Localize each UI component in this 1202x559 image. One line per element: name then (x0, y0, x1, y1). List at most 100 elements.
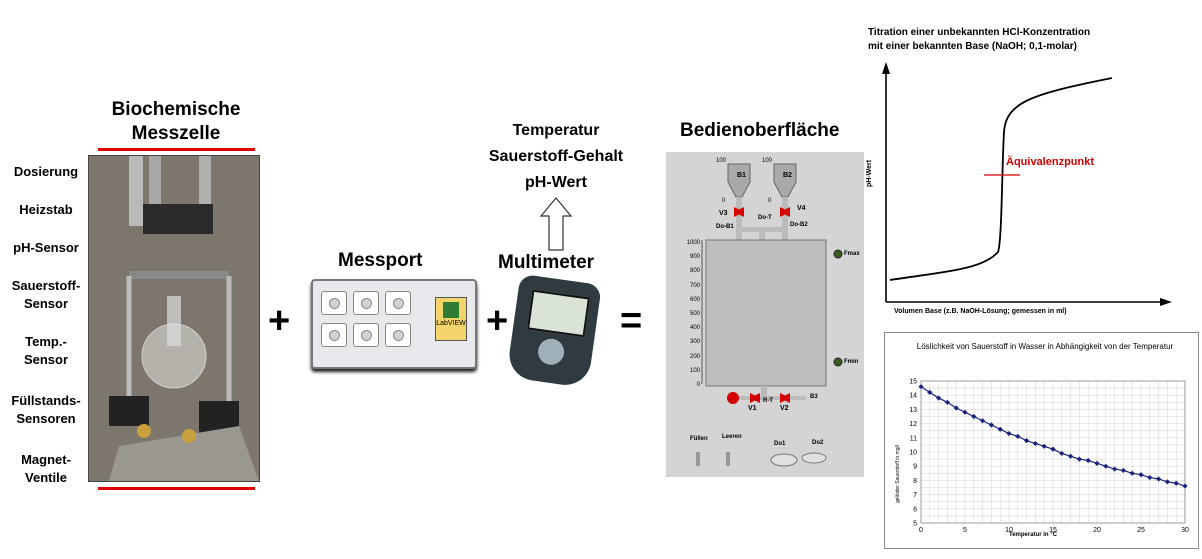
scale-label: 600 (689, 296, 700, 303)
solubility-xlabel: Temperatur in °C (1009, 532, 1057, 538)
valve-v2[interactable]: V2 (780, 405, 789, 412)
aequivalenzpunkt-label: Äquivalenzpunkt (1006, 156, 1095, 168)
x-tick-label: 30 (1181, 527, 1189, 534)
data-point (1138, 472, 1144, 478)
tank-b2: B2 (783, 172, 792, 179)
equals-sign: = (620, 300, 643, 342)
scale-label: 100 (689, 367, 700, 374)
socket-icon (385, 291, 411, 315)
scale-label: 0 (696, 382, 700, 389)
x-tick-label: 5 (963, 527, 967, 534)
data-point (1068, 453, 1074, 459)
solubility-chart: Löslichkeit von Sauerstoff in Wasser in … (884, 332, 1199, 549)
switch-leeren[interactable]: Leeren (722, 434, 742, 440)
valve-v4[interactable]: V4 (797, 205, 806, 212)
titration-ylabel: pH-Wert (866, 159, 873, 187)
scale-label: 1000 (686, 240, 700, 246)
meter-display (526, 289, 590, 338)
data-point (1164, 479, 1170, 485)
button-do2[interactable]: Do2 (812, 440, 824, 446)
data-point (1041, 443, 1047, 449)
pipe-do-b1: Do-B1 (716, 224, 734, 230)
messport-device: LabVIEW (311, 279, 477, 369)
data-point (997, 426, 1003, 432)
button-do1[interactable]: Do1 (774, 441, 786, 447)
data-point (1173, 480, 1179, 486)
scale-label: 200 (689, 353, 700, 360)
data-point (1094, 460, 1100, 466)
tank-b2-max: 100 (762, 158, 773, 164)
y-tick-label: 8 (913, 478, 917, 485)
bio-bottom-line (98, 487, 255, 490)
solubility-ylabel: gelöster Sauerstoff in mg/l (895, 445, 901, 503)
x-tick-label: 10 (1005, 527, 1013, 534)
bio-title-underline (98, 148, 255, 151)
y-tick-label: 11 (910, 435, 917, 442)
scale-label: 800 (689, 268, 700, 275)
control-panel: 100 100 0 0 B1 B2 V3 V4 Do-B1 Do-T Do-B2… (666, 152, 864, 477)
data-point (1156, 476, 1162, 482)
y-tick-label: 13 (909, 407, 917, 414)
data-point (1050, 446, 1056, 452)
scale-label: 900 (689, 254, 700, 261)
pipe-do-t: Do-T (758, 215, 772, 221)
scale-label: 400 (689, 325, 700, 332)
data-point (988, 422, 994, 428)
up-arrow-icon (539, 197, 573, 251)
label-dosierung: Dosierung (13, 164, 79, 179)
data-point (1120, 467, 1126, 474)
data-point (1059, 450, 1065, 457)
scale-label: 500 (689, 311, 700, 318)
scale-label: 700 (689, 282, 700, 289)
data-point (971, 413, 977, 420)
data-point (918, 384, 924, 390)
data-point (980, 418, 986, 424)
data-point (1103, 463, 1109, 469)
meter-dial-icon (536, 337, 566, 367)
label-heizstab: Heizstab (19, 202, 73, 217)
measuring-cell-photo (88, 155, 260, 482)
data-point (1129, 470, 1135, 476)
valve-r-t[interactable]: R-T (763, 398, 773, 404)
y-tick-label: 15 (909, 379, 917, 386)
x-tick-label: 0 (919, 527, 923, 534)
plot-frame (920, 380, 1186, 524)
titration-diagram: Titration einer unbekannten HCl-Konzentr… (862, 22, 1200, 322)
socket-icon (353, 323, 379, 347)
data-point (1076, 456, 1082, 462)
label-fuellstands-sensoren: Füllstands- Sensoren (11, 393, 81, 426)
pipe-do-b2: Do-B2 (790, 222, 808, 228)
valve-v1[interactable]: V1 (748, 405, 757, 412)
plus-sign-2: + (486, 300, 509, 342)
output-temperatur: Temperatur (512, 122, 600, 139)
data-point (1085, 457, 1091, 464)
valve-b3[interactable]: B3 (810, 394, 818, 400)
y-tick-label: 5 (913, 521, 917, 528)
socket-icon (353, 291, 379, 315)
sensor-fmax: Fmax (844, 251, 860, 257)
scale-label: 300 (689, 339, 700, 346)
y-tick-label: 6 (913, 506, 917, 513)
multimeter-title: Multimeter (498, 252, 595, 273)
messport-title: Messport (338, 250, 423, 271)
output-ph: pH-Wert (525, 174, 587, 191)
data-point (1147, 474, 1153, 481)
valve-v3[interactable]: V3 (719, 210, 728, 217)
labview-label: LabVIEW (436, 320, 466, 327)
y-tick-label: 14 (909, 393, 917, 400)
y-tick-label: 7 (913, 492, 917, 499)
label-magnet-ventile: Magnet- Ventile (21, 452, 71, 485)
tank-b1: B1 (737, 172, 746, 179)
data-point (1024, 438, 1030, 444)
x-tick-label: 15 (1049, 527, 1057, 534)
titration-xlabel: Volumen Base (z.B. NaOH-Lösung; gemessen… (894, 308, 1067, 315)
gui-title: Bedienoberfläche (680, 120, 840, 141)
y-tick-label: 12 (909, 421, 917, 428)
output-sauerstoff: Sauerstoff-Gehalt (488, 148, 624, 165)
socket-icon (321, 323, 347, 347)
data-point (1112, 466, 1118, 472)
labview-logo: LabVIEW (435, 297, 467, 341)
switch-fuellen[interactable]: Füllen (690, 436, 708, 442)
data-point (1006, 430, 1012, 437)
x-tick-label: 20 (1093, 527, 1101, 534)
